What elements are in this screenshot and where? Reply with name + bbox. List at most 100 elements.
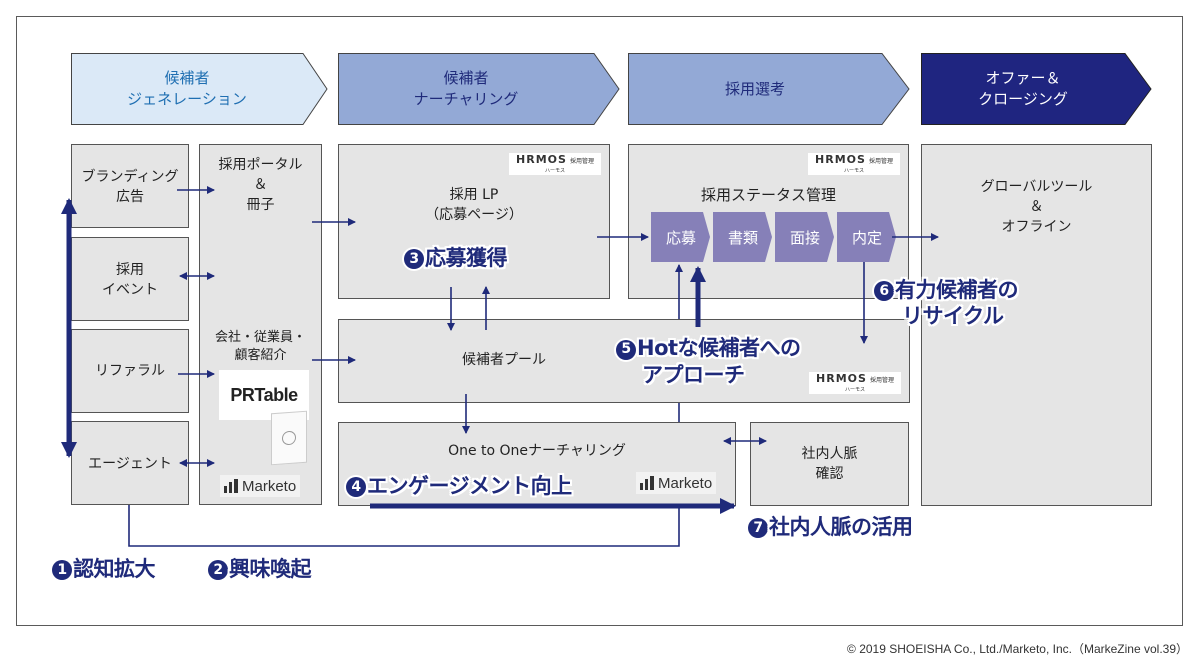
source-referral: リファラル <box>71 329 189 413</box>
marketo-logo: Marketo <box>636 472 717 494</box>
text-line: オフライン <box>1001 219 1072 235</box>
hrmos-wordmark: HRMOS <box>816 372 867 385</box>
step-number-badge: 2 <box>208 560 228 580</box>
text-line: リファラル <box>95 363 165 379</box>
pool-label: 候補者プール <box>462 352 546 368</box>
text-line: 冊子 <box>246 197 275 213</box>
stage-line: 候補者 <box>164 69 210 87</box>
stage-line: 採用選考 <box>724 79 785 98</box>
text-line: 採用 LP <box>449 187 499 203</box>
stage-chevron-shape <box>71 53 328 125</box>
marketo-wordmark: Marketo <box>658 474 713 492</box>
callout-text: 応募獲得 <box>425 246 508 270</box>
marketo-wordmark: Marketo <box>242 477 297 495</box>
step-number-badge: 1 <box>52 560 72 580</box>
status-title: 採用ステータス管理 <box>700 186 836 204</box>
stage-label: 採用選考 <box>628 53 882 125</box>
global-label: グローバルツール ＆ オフライン <box>922 177 1151 237</box>
source-agent: エージェント <box>71 421 189 505</box>
status-step-chevron: 内定 <box>837 212 897 262</box>
callout-text: エンゲージメント向上 <box>367 474 572 498</box>
status-step-label: 面接 <box>789 228 820 247</box>
lp-label: 採用 LP （応募ページ） <box>339 185 609 225</box>
callout-text: 興味喚起 <box>229 557 312 581</box>
marketo-logo: Marketo <box>220 475 301 497</box>
stage-line: ジェネレーション <box>127 90 247 108</box>
hrmos-kana: ハーモス <box>844 387 865 393</box>
stage-chevron-shape <box>921 53 1152 125</box>
callout-text: アプローチ <box>642 363 745 387</box>
stage-generation: 候補者 ジェネレーション <box>71 53 328 125</box>
stage-selection: 採用選考 <box>628 53 910 125</box>
step-shape <box>651 212 710 262</box>
copyright-notice: © 2019 SHOEISHA Co., Ltd./Marketo, Inc.（… <box>847 642 1188 656</box>
stage-nurturing: 候補者 ナーチャリング <box>338 53 620 125</box>
callout-text: 有力候補者の <box>895 278 1019 302</box>
marketo-icon <box>640 476 654 490</box>
marketo-icon <box>224 479 238 493</box>
text-line: ブランディング <box>81 169 179 185</box>
step-shape <box>775 212 834 262</box>
hrmos-wordmark: HRMOS <box>516 153 567 166</box>
text-line: 顧客紹介 <box>234 348 287 363</box>
text-line: 採用ポータル <box>218 157 303 173</box>
step-number-badge: 7 <box>748 518 768 538</box>
callout-text: 認知拡大 <box>73 557 156 581</box>
status-step-label: 内定 <box>851 228 882 247</box>
internal-network-box: 社内人脈 確認 <box>750 422 909 506</box>
text-line: イベント <box>102 282 158 298</box>
status-step-label: 応募 <box>665 228 696 247</box>
source-label: ブランディング広告 <box>72 167 188 207</box>
hrmos-subtitle: 採用管理 <box>868 158 893 165</box>
source-label: 採用イベント <box>72 260 188 300</box>
status-step-label: 書類 <box>727 228 758 247</box>
callout-text: Hotな候補者への <box>637 336 801 360</box>
source-label: リファラル <box>72 361 188 381</box>
network-label: 社内人脈 確認 <box>751 444 908 484</box>
text-line: 採用 <box>116 262 144 278</box>
stage-line: オファー＆ <box>985 69 1061 87</box>
text-line: 広告 <box>116 189 144 205</box>
hrmos-wordmark: HRMOS <box>815 153 866 166</box>
stage-label: オファー＆ クロージング <box>921 53 1125 125</box>
hrmos-kana: ハーモス <box>544 168 565 174</box>
text-line: グローバルツール <box>980 179 1093 195</box>
text-line: エージェント <box>88 456 172 472</box>
text-line: 確認 <box>815 466 844 482</box>
step-number-badge: 6 <box>874 281 894 301</box>
stage-chevron-shape <box>628 53 910 125</box>
text-line: 社内人脈 <box>801 446 858 462</box>
step-number-badge: 4 <box>346 477 366 497</box>
stage-line: クロージング <box>978 90 1068 108</box>
referral-intro-label: 会社・従業員・ 顧客紹介 <box>200 329 321 365</box>
hrmos-subtitle: 採用管理 <box>569 158 594 165</box>
status-step-chevron: 応募 <box>651 212 711 262</box>
source-label: エージェント <box>72 454 188 474</box>
text-line: （応募ページ） <box>425 207 523 223</box>
global-tools-box: グローバルツール ＆ オフライン <box>921 144 1152 506</box>
callout-text: リサイクル <box>902 304 1004 328</box>
text-line: ＆ <box>253 177 268 193</box>
step-number-badge: 3 <box>404 249 424 269</box>
hrmos-subtitle: 採用管理 <box>869 377 894 384</box>
nurturing-label: One to Oneナーチャリング <box>448 443 626 459</box>
portal-label: 採用ポータル ＆ 冊子 <box>200 155 321 215</box>
status-step-chevron: 面接 <box>775 212 835 262</box>
hrmos-kana: ハーモス <box>843 168 864 174</box>
text-line: ＆ <box>1029 199 1044 215</box>
stage-label: 候補者 ナーチャリング <box>338 53 594 125</box>
step-shape <box>713 212 772 262</box>
callout-text: 社内人脈の活用 <box>769 515 913 539</box>
